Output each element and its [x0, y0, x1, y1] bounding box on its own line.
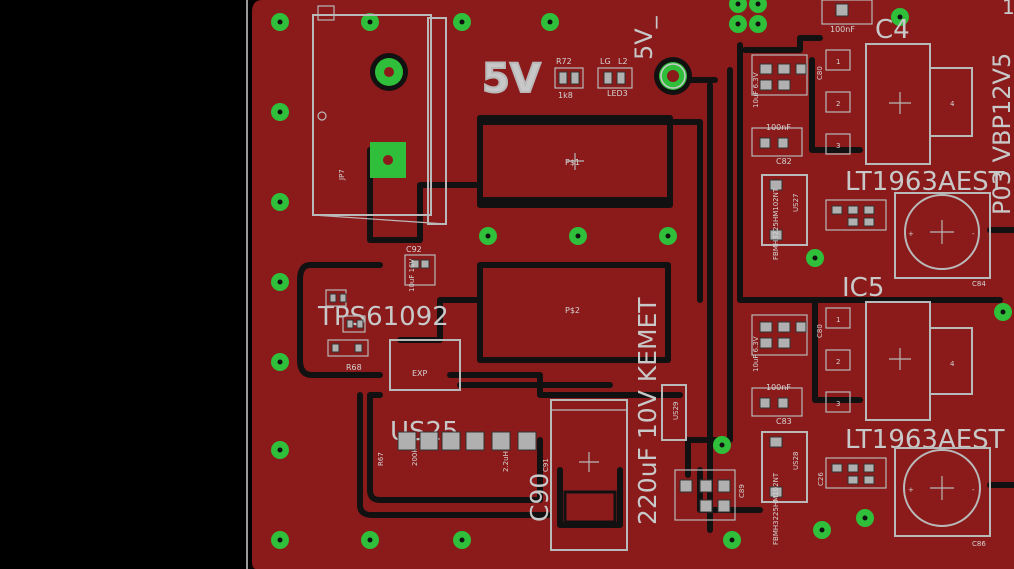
- ps1-label: P$1: [565, 158, 580, 167]
- c86-plus: +: [908, 486, 914, 494]
- c84-electrolytic[interactable]: + - C84: [894, 192, 991, 288]
- r72-value: 1k8: [558, 91, 573, 100]
- trace-layer: [297, 35, 1014, 533]
- us28-bead[interactable]: FBMH3225HM102NT US28: [761, 431, 808, 545]
- c26-label: C26: [817, 472, 825, 486]
- c4-label: C4: [875, 15, 910, 45]
- c4-small-group[interactable]: [825, 199, 887, 231]
- r67-value: 200k: [411, 448, 419, 466]
- r67-label: R67: [377, 452, 385, 466]
- c89-label: C89: [738, 484, 746, 498]
- led3-label: LED3: [607, 89, 628, 98]
- vbp-label: P03 VBP12V5: [988, 53, 1014, 215]
- pad-ps2[interactable]: P$2: [565, 306, 580, 315]
- c82-value: 100nF: [766, 123, 791, 132]
- c80-label-top: C80: [816, 66, 824, 80]
- c92-capacitor[interactable]: C92 10uF 16V: [404, 245, 436, 292]
- pad-ps1[interactable]: P$1: [565, 153, 584, 170]
- small-parts-row[interactable]: C91 2.2uH: [397, 431, 550, 472]
- cap-column-top[interactable]: 10uF 6.3V C80 100nF C82: [751, 54, 824, 166]
- us29-label: US29: [672, 402, 680, 420]
- lt-bottom-pin1: 1: [836, 316, 840, 324]
- c86-electrolytic[interactable]: + - C86: [894, 447, 991, 548]
- exp-label: EXP: [412, 369, 428, 378]
- c91-label: C91: [542, 458, 550, 472]
- lt-bottom-pin3: 3: [836, 400, 840, 408]
- c26-small-group[interactable]: C26: [817, 457, 887, 489]
- l2-label: L2: [618, 57, 628, 66]
- jp7-connector[interactable]: JP7: [312, 5, 447, 225]
- cap-val-10uf-top: 10uF 6.3V: [752, 72, 760, 108]
- c84-plus: +: [908, 230, 914, 238]
- ic5-label: IC5: [842, 273, 884, 303]
- us28-label: US28: [792, 452, 800, 470]
- cap-column-bottom[interactable]: 10uF 6.3V C80 100nF C83: [751, 314, 824, 426]
- tps61092-ic[interactable]: EXP TPS61092: [317, 302, 461, 391]
- r68-label: R68: [346, 363, 362, 372]
- copper-pour: [252, 0, 1014, 569]
- lt-bottom-pin2: 2: [836, 358, 840, 366]
- tps-label: TPS61092: [317, 302, 449, 332]
- led3[interactable]: LG L2 LED3: [597, 57, 633, 98]
- c82-label: C82: [776, 157, 792, 166]
- kemet-capacitor[interactable]: 220uF 10V KEMET C90: [525, 297, 662, 551]
- right-edge-label: 1: [1002, 0, 1014, 19]
- jp7-label: JP7: [338, 169, 346, 181]
- 5v-testpoint[interactable]: 5V_: [630, 15, 692, 95]
- c90-label: C90: [525, 473, 554, 522]
- us27-label: US27: [792, 194, 800, 212]
- c92-label: C92: [406, 245, 422, 254]
- c83-value: 100nF: [766, 383, 791, 392]
- lt-bottom-pin4: 4: [950, 360, 955, 368]
- ps2-label: P$2: [565, 306, 580, 315]
- lt-bottom-label: LT1963AEST: [845, 425, 1005, 455]
- c84-label: C84: [972, 280, 986, 288]
- fbmh-label-top: FBMH3225HM102NT: [772, 187, 780, 260]
- via-grid: [271, 0, 1012, 549]
- c80-label: C80: [816, 324, 824, 338]
- c86-label: C86: [972, 540, 986, 548]
- label-5v-big: 5V: [482, 56, 541, 102]
- us27-bead[interactable]: FBMH3225HM102NT US27: [761, 174, 808, 260]
- lt-top-pin2: 2: [836, 100, 840, 108]
- lt-top-pin4: 4: [950, 100, 955, 108]
- vbp-label-group: P03 VBP12V5: [988, 53, 1014, 215]
- lt1963-bottom[interactable]: 1 2 3 4 IC5 LT1963AEST: [825, 273, 1005, 455]
- top-cap-value: 100nF: [830, 25, 855, 34]
- c84-minus: -: [972, 230, 975, 238]
- lt-top-pin3: 3: [836, 142, 840, 150]
- r72-label: R72: [556, 57, 572, 66]
- r-group-left[interactable]: R68 R67 200k: [325, 289, 419, 466]
- label-5v-top: 5V_: [630, 15, 658, 60]
- lg-label: LG: [600, 57, 611, 66]
- r72-resistor[interactable]: R72 1k8: [554, 57, 584, 100]
- cap-val-10uf-bottom: 10uF 6.3V: [752, 336, 760, 372]
- c83-label: C83: [776, 417, 792, 426]
- c86-minus: -: [972, 486, 975, 494]
- kemet-label: 220uF 10V KEMET: [633, 297, 662, 525]
- lt-top-pin1: 1: [836, 58, 840, 66]
- top-right-cap[interactable]: 100nF: [821, 0, 873, 34]
- c92-value: 10uF 16V: [408, 258, 416, 292]
- us25-value: 2.2uH: [502, 451, 510, 472]
- us29-bead[interactable]: US29: [661, 384, 687, 441]
- c89-capacitor[interactable]: C89: [674, 469, 746, 521]
- fbmh-label-bottom: FBMH3225HM102NT: [772, 472, 780, 545]
